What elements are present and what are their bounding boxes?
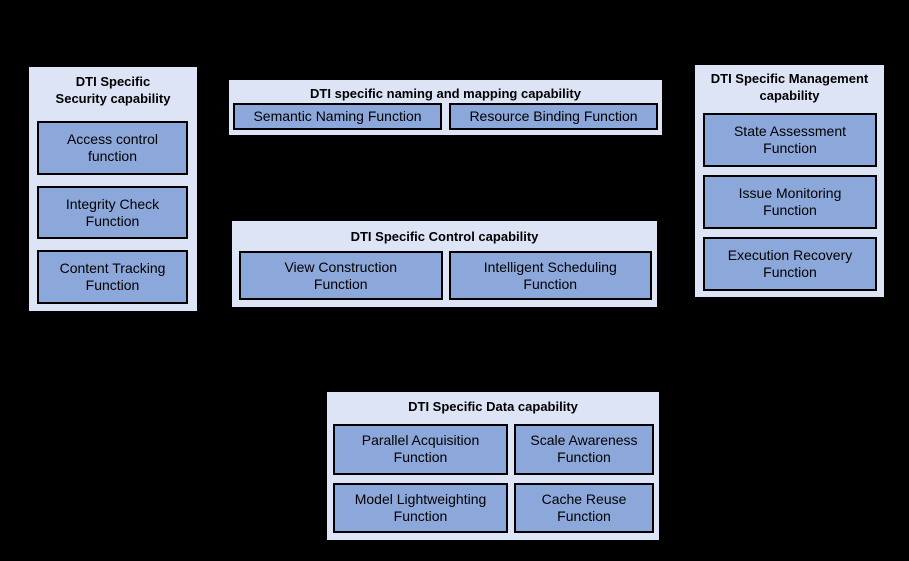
data-capability-group: DTI Specific Data capability Parallel Ac… <box>325 390 661 542</box>
semantic-naming-function-box: Semantic Naming Function <box>233 103 442 130</box>
integrity-check-function-box: Integrity Check Function <box>37 185 188 240</box>
control-capability-title: DTI Specific Control capability <box>350 229 539 244</box>
access-control-function-box: Access control function <box>37 121 188 175</box>
issue-monitoring-function-box: Issue Monitoring Function <box>703 175 877 229</box>
naming-mapping-capability-title: DTI specific naming and mapping capabili… <box>310 86 581 101</box>
control-function-list: View Construction Function Intelligent S… <box>239 251 652 300</box>
state-assessment-function-box: State Assessment Function <box>703 113 877 167</box>
data-function-grid: Parallel Acquisition Function Scale Awar… <box>333 424 654 533</box>
management-capability-group: DTI Specific Management capability State… <box>693 63 886 299</box>
view-construction-function-box: View Construction Function <box>239 251 443 300</box>
intelligent-scheduling-function-box: Intelligent Scheduling Function <box>448 251 652 300</box>
cache-reuse-function-box: Cache Reuse Function <box>514 482 654 533</box>
security-capability-group: DTI Specific Security capability Access … <box>27 65 199 313</box>
management-function-list: State Assessment Function Issue Monitori… <box>703 113 877 291</box>
naming-function-list: Semantic Naming Function Resource Bindin… <box>233 103 658 130</box>
management-capability-title: DTI Specific Management capability <box>710 71 869 103</box>
content-tracking-function-box: Content Tracking Function <box>37 250 188 305</box>
naming-mapping-capability-group: DTI specific naming and mapping capabili… <box>227 78 664 137</box>
security-capability-title: DTI Specific Security capability <box>55 74 171 106</box>
model-lightweighting-function-box: Model Lightweighting Function <box>333 482 508 533</box>
execution-recovery-function-box: Execution Recovery Function <box>703 237 877 291</box>
data-capability-title: DTI Specific Data capability <box>408 399 578 414</box>
control-capability-group: DTI Specific Control capability View Con… <box>230 219 659 309</box>
resource-binding-function-box: Resource Binding Function <box>449 103 658 130</box>
parallel-acquisition-function-box: Parallel Acquisition Function <box>333 424 508 475</box>
security-function-list: Access control function Integrity Check … <box>37 121 188 305</box>
scale-awareness-function-box: Scale Awareness Function <box>514 424 654 475</box>
